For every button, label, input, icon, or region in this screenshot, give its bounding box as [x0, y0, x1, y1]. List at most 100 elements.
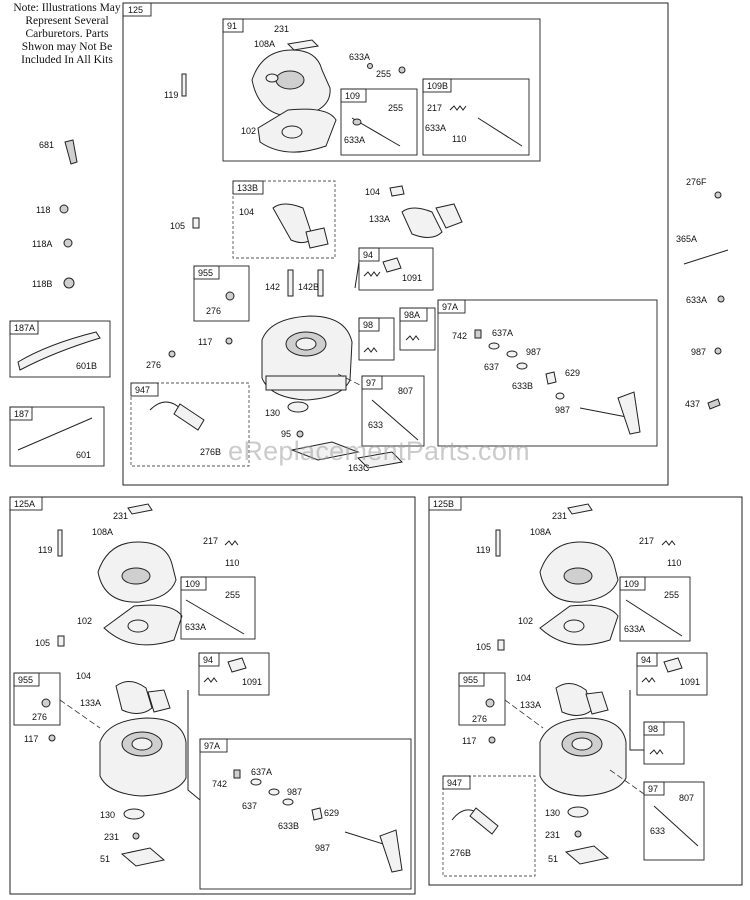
a-box-97a-label: 97A [204, 741, 220, 751]
b-callout-102: 102 [518, 616, 533, 626]
box-187a [9, 320, 111, 378]
a-callout-104: 104 [76, 671, 91, 681]
callout-95: 95 [281, 429, 291, 439]
callout-633a-1: 633A [349, 52, 370, 62]
callout-119: 119 [164, 90, 178, 100]
plug-105-icon [192, 217, 200, 229]
box-98-label: 98 [363, 320, 373, 330]
a-callout-130: 130 [100, 810, 115, 820]
box-98a-label: 98A [404, 310, 420, 320]
callout-142b: 142B [298, 282, 319, 292]
b-callout-130: 130 [545, 808, 560, 818]
callout-133a: 133A [369, 214, 390, 224]
a-box-97a [199, 738, 412, 890]
box-97-label: 97 [366, 378, 376, 388]
callout-637: 637 [484, 362, 499, 372]
b-box-97 [643, 781, 705, 861]
a-box-109 [180, 576, 256, 640]
callout-142: 142 [265, 282, 280, 292]
b-callout-119: 119 [476, 545, 490, 555]
kit-125b-group: 125B 231 108A 217 110 119 102 109 255 63… [428, 496, 743, 886]
callout-104-2: 104 [365, 187, 380, 197]
box-94 [358, 247, 434, 291]
gasket-163c [290, 441, 360, 461]
box-109b [422, 78, 530, 156]
b-callout-633: 633 [650, 826, 665, 836]
a-float-133a [115, 681, 153, 714]
a-callout-742: 742 [212, 779, 227, 789]
callout-217: 217 [427, 103, 442, 113]
kit-125b-label: 125B [433, 499, 454, 509]
note-line-2: Represent Several [25, 15, 109, 27]
callout-1091: 1091 [402, 273, 422, 283]
callout-365a: 365A [676, 234, 697, 244]
note-line-5: Included In All Kits [21, 54, 113, 66]
screw-681-icon [64, 139, 78, 165]
b-callout-133a: 133A [520, 700, 541, 710]
b-callout-108a: 108A [530, 527, 551, 537]
callout-987-loose: 987 [691, 347, 706, 357]
box-187-label: 187 [14, 409, 29, 419]
bowl-130 [287, 401, 309, 413]
b-callout-276: 276 [472, 714, 487, 724]
a-box-94 [198, 652, 270, 696]
b-gasket-51 [564, 845, 610, 865]
screw-142b-icon [317, 269, 324, 297]
kit-125a-frame [9, 496, 416, 895]
b-callout-1091: 1091 [680, 677, 700, 687]
a-gasket-102 [103, 604, 183, 646]
callout-276f: 276F [686, 177, 707, 187]
b-callout-231b: 231 [545, 830, 560, 840]
callout-118a: 118A [32, 239, 52, 249]
b-carburetor-top-cover [539, 541, 619, 603]
box-97a [437, 299, 658, 447]
a-callout-102: 102 [77, 616, 92, 626]
a-callout-51: 51 [100, 854, 110, 864]
a-callout-217: 217 [203, 536, 218, 546]
watermark: eReplacementParts.com [228, 436, 530, 466]
b-box-947-label: 947 [447, 778, 462, 788]
float-133a [401, 207, 443, 238]
callout-629: 629 [565, 368, 580, 378]
b-box-955-label: 955 [463, 675, 478, 685]
a-box-955-label: 955 [18, 675, 33, 685]
callout-637a: 637A [492, 328, 513, 338]
screw-119-icon [181, 73, 187, 97]
b-box-98-label: 98 [648, 724, 658, 734]
a-callout-637: 637 [242, 801, 257, 811]
callout-601b: 601B [76, 361, 97, 371]
a-callout-110: 110 [225, 558, 239, 568]
a-callout-117: 117 [24, 734, 38, 744]
kit-125b-frame [428, 496, 743, 886]
box-187 [9, 406, 105, 467]
box-955-label: 955 [198, 268, 213, 278]
kit-125-label: 125 [128, 5, 143, 15]
b-callout-807: 807 [679, 793, 694, 803]
a-callout-987-2: 987 [315, 843, 330, 853]
callout-130: 130 [265, 408, 280, 418]
b-box-947 [442, 775, 536, 877]
box-91-label: 91 [227, 21, 237, 31]
box-947 [130, 382, 250, 467]
box-955 [193, 265, 250, 322]
screw-365a-icon [683, 249, 729, 265]
link-601 [17, 417, 93, 451]
callout-437: 437 [685, 399, 700, 409]
b-box-97-label: 97 [648, 784, 658, 794]
a-callout-633b: 633B [278, 821, 299, 831]
box-91 [222, 18, 541, 162]
float-pin-104 [389, 185, 405, 197]
callout-633a-2: 633A [344, 135, 365, 145]
box-94-label: 94 [363, 250, 373, 260]
loose-parts-right: 276F 365A 633A 987 437 [676, 177, 729, 410]
callout-231: 231 [274, 24, 289, 34]
callout-987-1: 987 [526, 347, 541, 357]
callout-681: 681 [39, 140, 54, 150]
screw-142-icon [287, 269, 294, 297]
a-callout-108a: 108A [92, 527, 113, 537]
plug-255-icon [398, 66, 406, 74]
b-gasket-102 [539, 604, 619, 646]
note-line-1: Note: Illustrations May [13, 2, 121, 14]
carburetor-body [261, 315, 353, 401]
b-callout-217: 217 [639, 536, 654, 546]
